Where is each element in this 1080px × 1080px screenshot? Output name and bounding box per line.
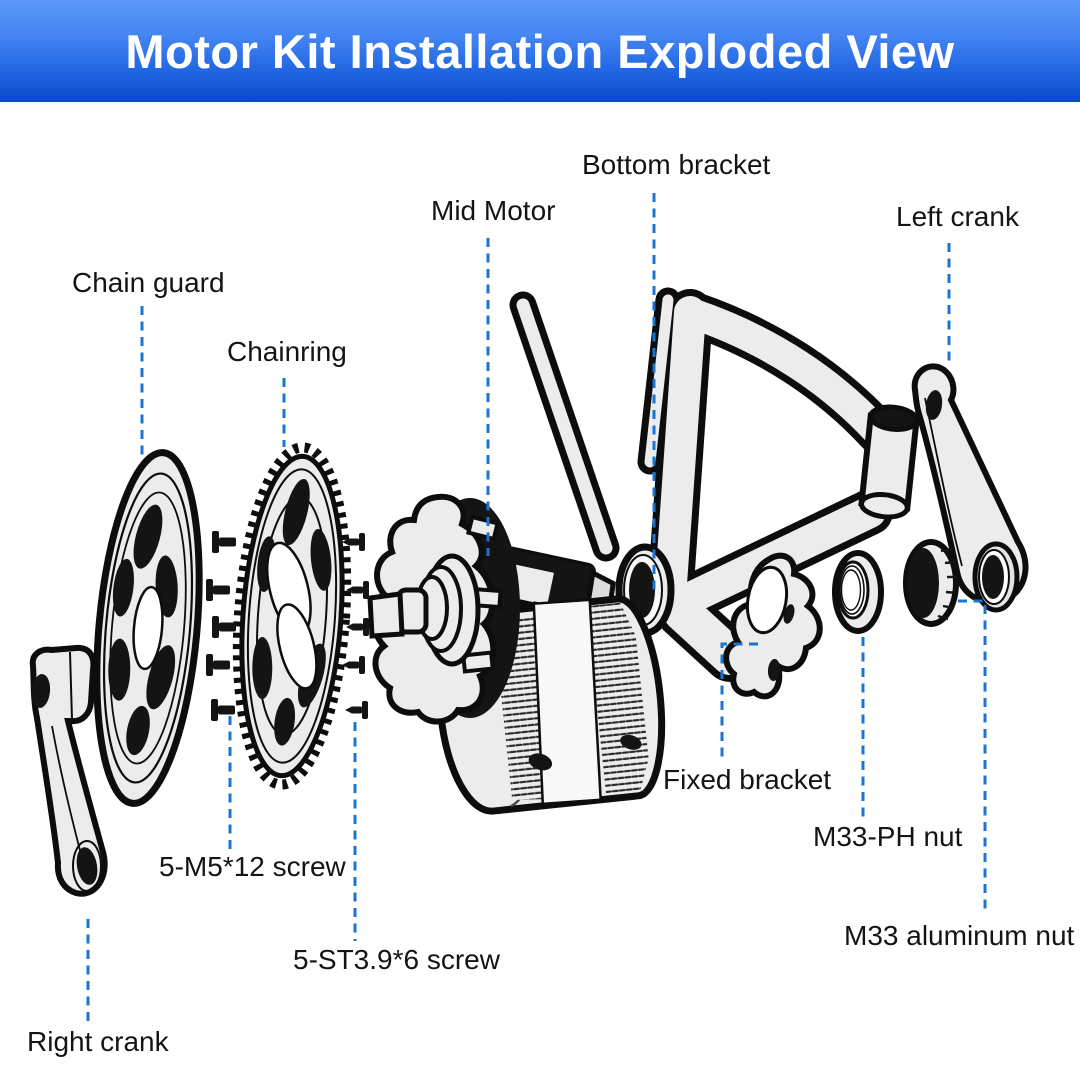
- motor-axle-tip: [367, 591, 405, 639]
- m33-ph-nut-part: [832, 550, 884, 634]
- label-st-screw: 5-ST3.9*6 screw: [293, 944, 500, 975]
- m33-aluminum-nut-part: [903, 539, 959, 627]
- motor-mount-plate: [367, 493, 520, 725]
- head-tube: [858, 404, 920, 520]
- chain-guard-part: [93, 449, 203, 807]
- label-bottom-bracket: Bottom bracket: [582, 149, 771, 180]
- right-crank-part: [29, 644, 108, 897]
- chainring-part: [232, 442, 352, 790]
- mid-motor-part: [367, 493, 666, 815]
- st-screws: [342, 533, 369, 719]
- leader-fixed-bracket: [720, 642, 758, 758]
- label-right-crank: Right crank: [27, 1026, 169, 1057]
- fixed-bracket-part: [723, 552, 823, 700]
- label-chain-guard: Chain guard: [72, 267, 225, 298]
- left-crank-part: [911, 363, 1029, 613]
- page-title: Motor Kit Installation Exploded View: [125, 24, 955, 78]
- m5-screws: [206, 531, 236, 721]
- label-mid-motor: Mid Motor: [431, 195, 556, 226]
- label-m5-screw: 5-M5*12 screw: [159, 851, 346, 882]
- label-fixed-bracket: Fixed bracket: [663, 764, 832, 795]
- label-m33-aluminum-nut: M33 aluminum nut: [844, 920, 1075, 951]
- leader-m33-aluminum-nut: [958, 599, 987, 915]
- label-m33-ph-nut: M33-PH nut: [813, 821, 963, 852]
- label-left-crank: Left crank: [896, 201, 1019, 232]
- leader-lines: [86, 193, 987, 1023]
- title-banner: Motor Kit Installation Exploded View: [0, 0, 1080, 102]
- label-chainring: Chainring: [227, 336, 347, 367]
